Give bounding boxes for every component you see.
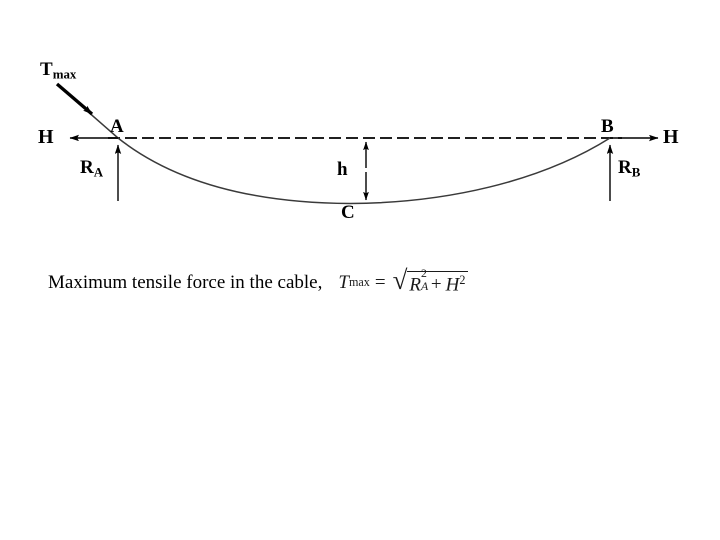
label-reaction-b-base: R xyxy=(618,157,632,178)
formula-term1-subscript: A xyxy=(421,280,429,294)
label-h-right: H xyxy=(663,126,679,148)
formula-term1-indices: 22A xyxy=(421,267,429,296)
formula-tmax: Tmax = √ R22A+H2 xyxy=(338,265,469,296)
formula-lhs-subscript: max xyxy=(348,275,370,290)
formula-equals: = xyxy=(374,271,386,293)
label-tmax-subscript: max xyxy=(52,66,77,82)
cable-sag-curve xyxy=(61,88,611,205)
label-point-a: A xyxy=(110,116,124,137)
label-point-b: B xyxy=(601,116,614,137)
radical-sign-icon: √ xyxy=(392,265,408,295)
label-point-c: C xyxy=(341,202,355,223)
tension-force-arrow xyxy=(55,82,94,116)
formula-plus: + xyxy=(430,274,442,296)
label-reaction-a: RA xyxy=(80,158,103,180)
label-tmax: Tmax xyxy=(40,60,76,82)
radical-group: √ R22A+H2 xyxy=(392,265,469,296)
formula-term1-superscript: 2 xyxy=(421,267,427,281)
label-h-left: H xyxy=(38,126,54,148)
label-reaction-a-base: R xyxy=(80,157,94,178)
label-reaction-a-subscript: A xyxy=(93,164,104,180)
label-tmax-base: T xyxy=(40,59,53,80)
caption-text: Maximum tensile force in the cable, xyxy=(48,271,323,293)
radicand: R22A+H2 xyxy=(407,267,469,296)
label-reaction-b: RB xyxy=(618,158,640,180)
formula-term2-var: H xyxy=(445,274,460,296)
label-reaction-b-subscript: B xyxy=(631,164,641,180)
formula-term2-superscript: 2 xyxy=(459,273,466,287)
formula-lhs-var: T xyxy=(338,271,349,293)
label-sag-height: h xyxy=(337,159,348,180)
formula-term1-var: R xyxy=(409,274,422,296)
